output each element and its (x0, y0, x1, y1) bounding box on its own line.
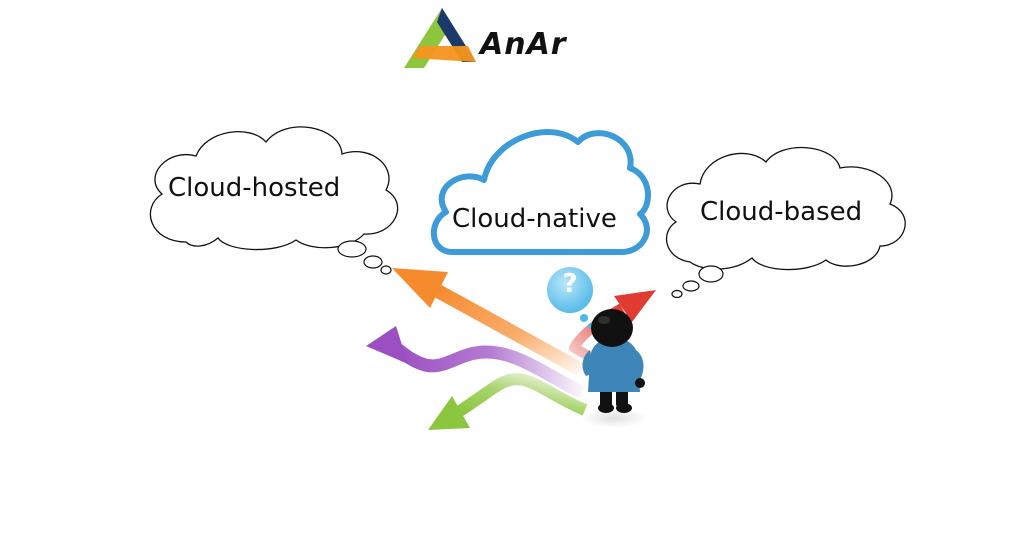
cloud-based-thought-bubble (666, 146, 906, 299)
question-bubble-icon (547, 267, 593, 329)
green-arrow (428, 373, 588, 430)
cloud-hosted-label: Cloud-hosted (168, 173, 341, 203)
cloud-hosted-thought-bubble (149, 126, 399, 275)
purple-arrow (366, 326, 585, 398)
cloud-native-icon (430, 129, 652, 255)
person-icon (580, 309, 648, 428)
brand-name: AnAr (480, 27, 567, 62)
question-mark: ? (562, 269, 578, 299)
orange-arrow (392, 268, 589, 379)
brand-logo-icon (404, 8, 476, 68)
cloud-based-label: Cloud-based (700, 197, 863, 227)
cloud-native-label: Cloud-native (452, 204, 617, 234)
